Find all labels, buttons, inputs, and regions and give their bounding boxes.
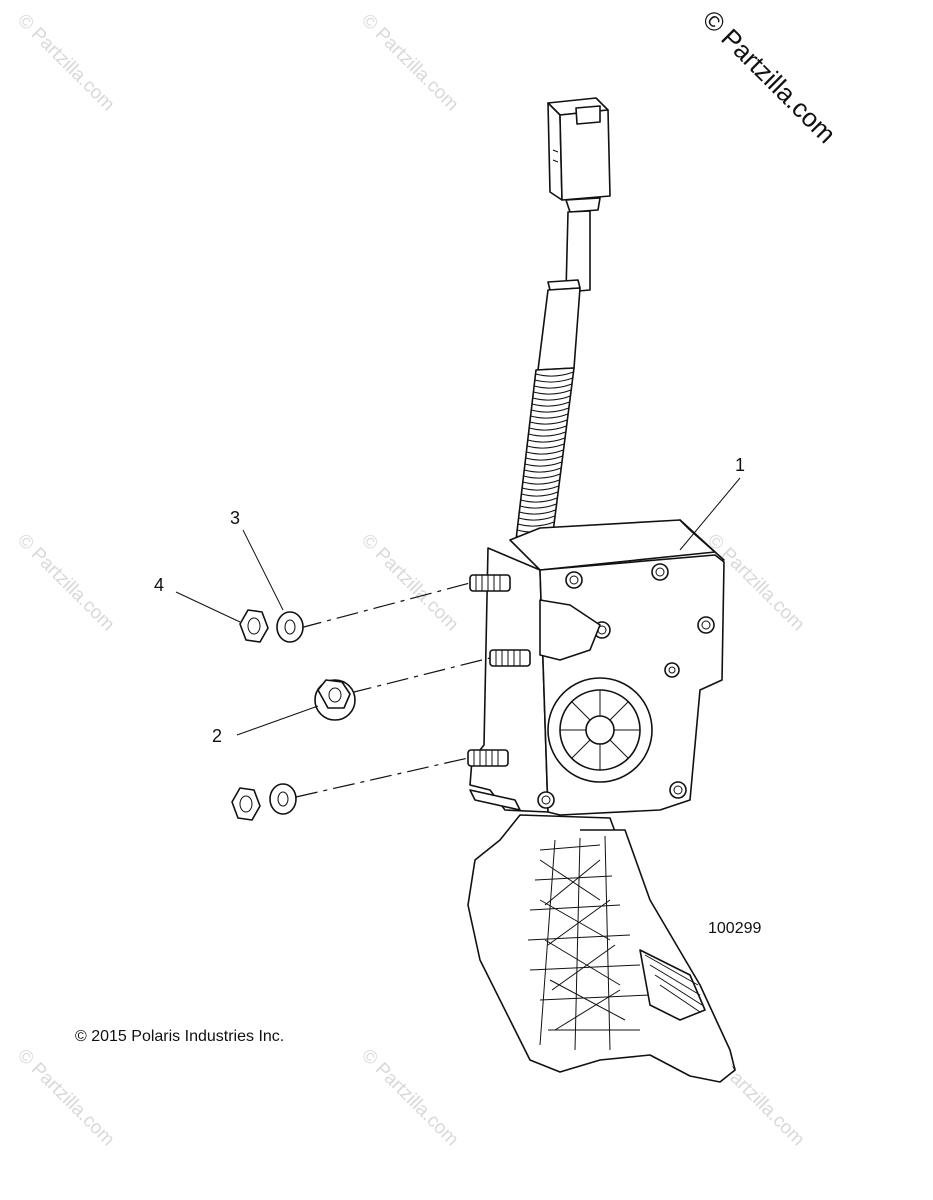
return-spring (515, 367, 575, 541)
diagram-code: 100299 (708, 920, 762, 937)
callout-4: 4 (154, 575, 165, 595)
callout-3: 3 (230, 508, 241, 528)
cable-sleeve (537, 210, 591, 371)
nut-upper (239, 609, 269, 643)
leader-line-2 (236, 705, 319, 736)
callout-1: 1 (735, 455, 746, 475)
mounting-studs (467, 574, 531, 767)
pedal-arm (467, 814, 736, 1083)
nut-lower (231, 787, 261, 821)
leader-line-1 (679, 477, 741, 551)
washer-lower (269, 783, 297, 815)
leader-line-3 (242, 529, 284, 611)
washer-upper (276, 611, 304, 643)
callout-2: 2 (212, 726, 223, 746)
leader-line-4 (175, 591, 241, 623)
electrical-connector (547, 97, 611, 213)
pedal-housing (469, 519, 725, 816)
flange-nut (314, 679, 356, 721)
copyright-text: © 2015 Polaris Industries Inc. (75, 1028, 285, 1045)
